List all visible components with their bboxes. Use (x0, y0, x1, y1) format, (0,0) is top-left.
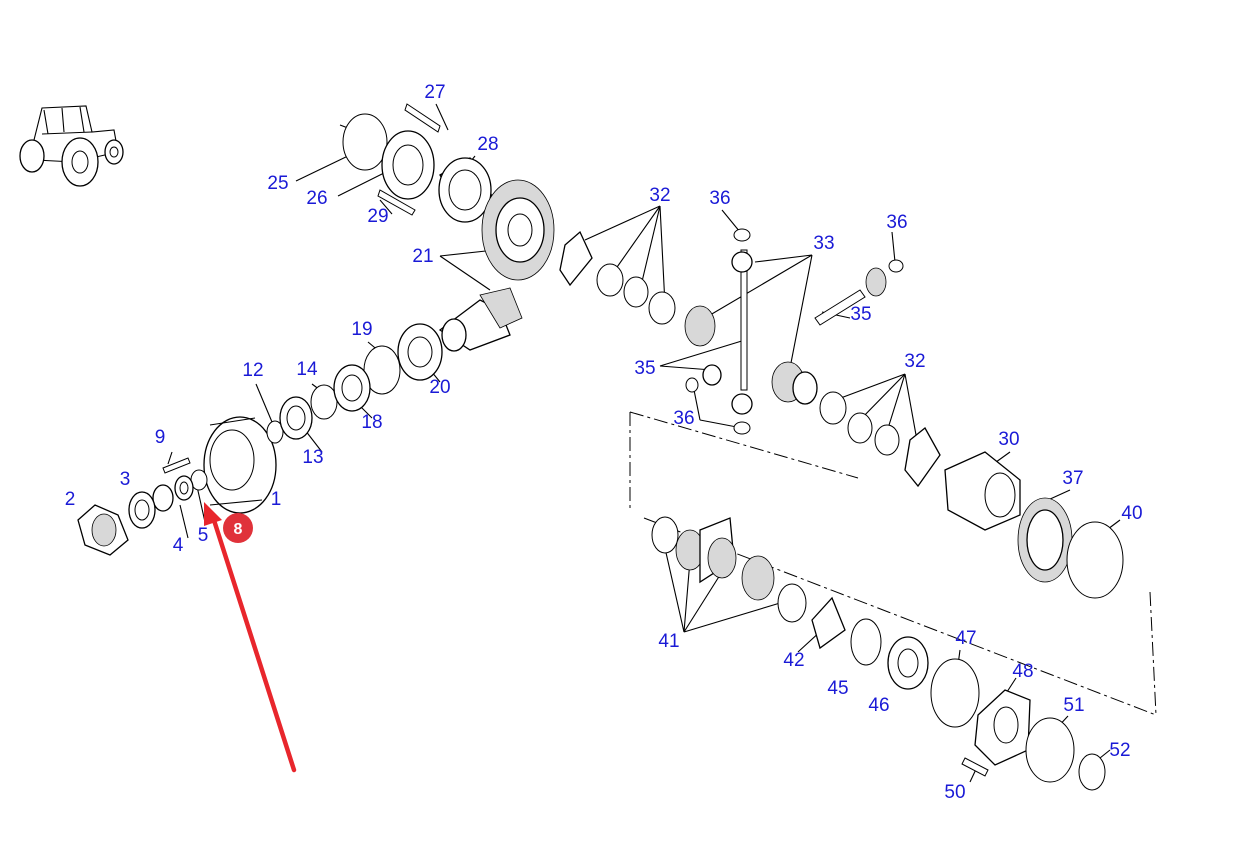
highlight-arrow (204, 502, 297, 773)
assembly-frame (629, 411, 1157, 716)
part-number-label: 32 (649, 185, 670, 206)
part-number-label: 25 (267, 173, 288, 194)
part-number-label: 46 (868, 695, 889, 716)
part-number-label: 36 (886, 212, 907, 233)
part-number-label: 29 (367, 206, 388, 227)
callout-marker: 8 (223, 513, 253, 543)
part-number-label: 5 (198, 525, 209, 546)
part-number-label: 32 (904, 351, 925, 372)
part-number-label: 52 (1109, 740, 1130, 761)
part-number-label: 12 (242, 360, 263, 381)
part-number-label: 35 (850, 304, 871, 325)
tractor-icon (19, 105, 124, 187)
part-number-label: 48 (1012, 661, 1033, 682)
part-number-label: 20 (429, 377, 450, 398)
part-number-label: 19 (351, 319, 372, 340)
part-number-label: 28 (477, 134, 498, 155)
marker-label: 8 (234, 521, 243, 538)
part-number-label: 36 (709, 188, 730, 209)
part-number-label: 14 (296, 359, 318, 380)
input-side-parts (77, 364, 371, 556)
part-number-label: 21 (412, 246, 433, 267)
part-number-label: 18 (361, 412, 382, 433)
part-number-label: 51 (1063, 695, 1084, 716)
part-number-label: 26 (306, 188, 327, 209)
bevel-gear-group (342, 103, 555, 395)
differential-group (559, 228, 1124, 599)
part-number-label: 35 (634, 358, 655, 379)
part-number-label: 33 (813, 233, 834, 254)
part-number-label: 40 (1121, 503, 1142, 524)
part-number-label: 50 (944, 782, 965, 803)
part-number-label: 37 (1062, 468, 1083, 489)
part-number-label: 9 (155, 427, 166, 448)
part-number-label: 2 (65, 489, 76, 510)
part-number-label: 47 (955, 628, 976, 649)
part-number-label: 30 (998, 429, 1019, 450)
part-number-label: 27 (424, 82, 445, 103)
part-number-label: 1 (271, 489, 282, 510)
part-number-label: 42 (783, 650, 804, 671)
clutch-pack-group (651, 516, 1106, 791)
part-number-label: 4 (173, 535, 184, 556)
leader-lines (167, 103, 1121, 783)
part-number-label: 36 (673, 408, 694, 429)
part-number-label: 45 (827, 678, 848, 699)
part-number-label: 41 (658, 631, 679, 652)
part-number-label: 13 (302, 447, 323, 468)
part-number-label: 3 (120, 469, 131, 490)
